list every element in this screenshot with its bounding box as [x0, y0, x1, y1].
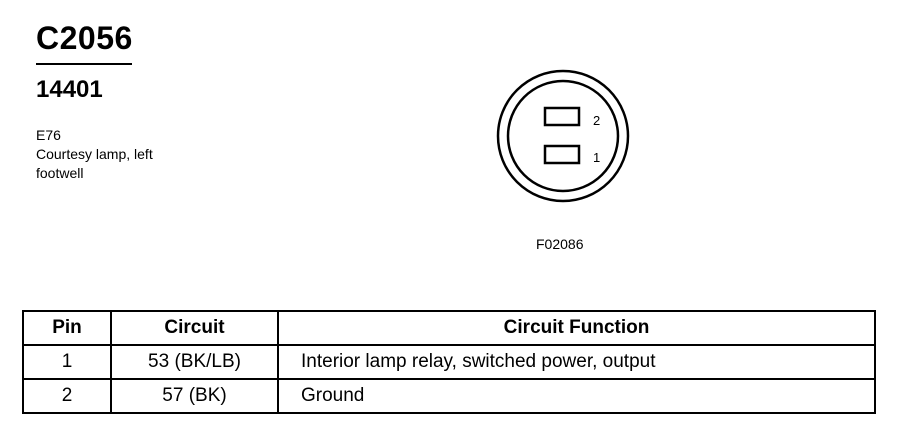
- pin-1-label: 1: [593, 150, 600, 165]
- pin-cell: 1: [22, 344, 112, 380]
- connector-inner-ring: [506, 79, 620, 193]
- description-line: footwell: [36, 165, 84, 181]
- table-row: 2 57 (BK) Ground: [22, 378, 876, 414]
- circuit-cell: 53 (BK/LB): [110, 344, 279, 380]
- connector-face-diagram: 2 1: [496, 69, 630, 203]
- table-row: 1 53 (BK/LB) Interior lamp relay, switch…: [22, 344, 876, 380]
- connector-id-underline: [36, 63, 132, 65]
- connector-id: C2056: [36, 20, 133, 56]
- column-header-circuit: Circuit: [110, 310, 279, 346]
- pin-2-label: 2: [593, 113, 600, 128]
- circuit-cell: 57 (BK): [110, 378, 279, 414]
- pin-1-cavity: [543, 144, 581, 165]
- connector-outer-ring: [496, 69, 630, 203]
- figure-code: F02086: [536, 236, 584, 252]
- pin-2-cavity: [543, 106, 581, 127]
- description-line: Courtesy lamp, left: [36, 146, 153, 162]
- location-code: E76: [36, 127, 61, 143]
- circuit-function-cell: Interior lamp relay, switched power, out…: [277, 344, 876, 380]
- column-header-pin: Pin: [22, 310, 112, 346]
- circuit-function-cell: Ground: [277, 378, 876, 414]
- pin-cell: 2: [22, 378, 112, 414]
- pin-table: Pin Circuit Circuit Function 1 53 (BK/LB…: [22, 310, 876, 414]
- column-header-circuit-function: Circuit Function: [277, 310, 876, 346]
- part-number: 14401: [36, 76, 103, 103]
- connector-description: E76 Courtesy lamp, left footwell: [36, 126, 153, 183]
- table-header-row: Pin Circuit Circuit Function: [22, 310, 876, 346]
